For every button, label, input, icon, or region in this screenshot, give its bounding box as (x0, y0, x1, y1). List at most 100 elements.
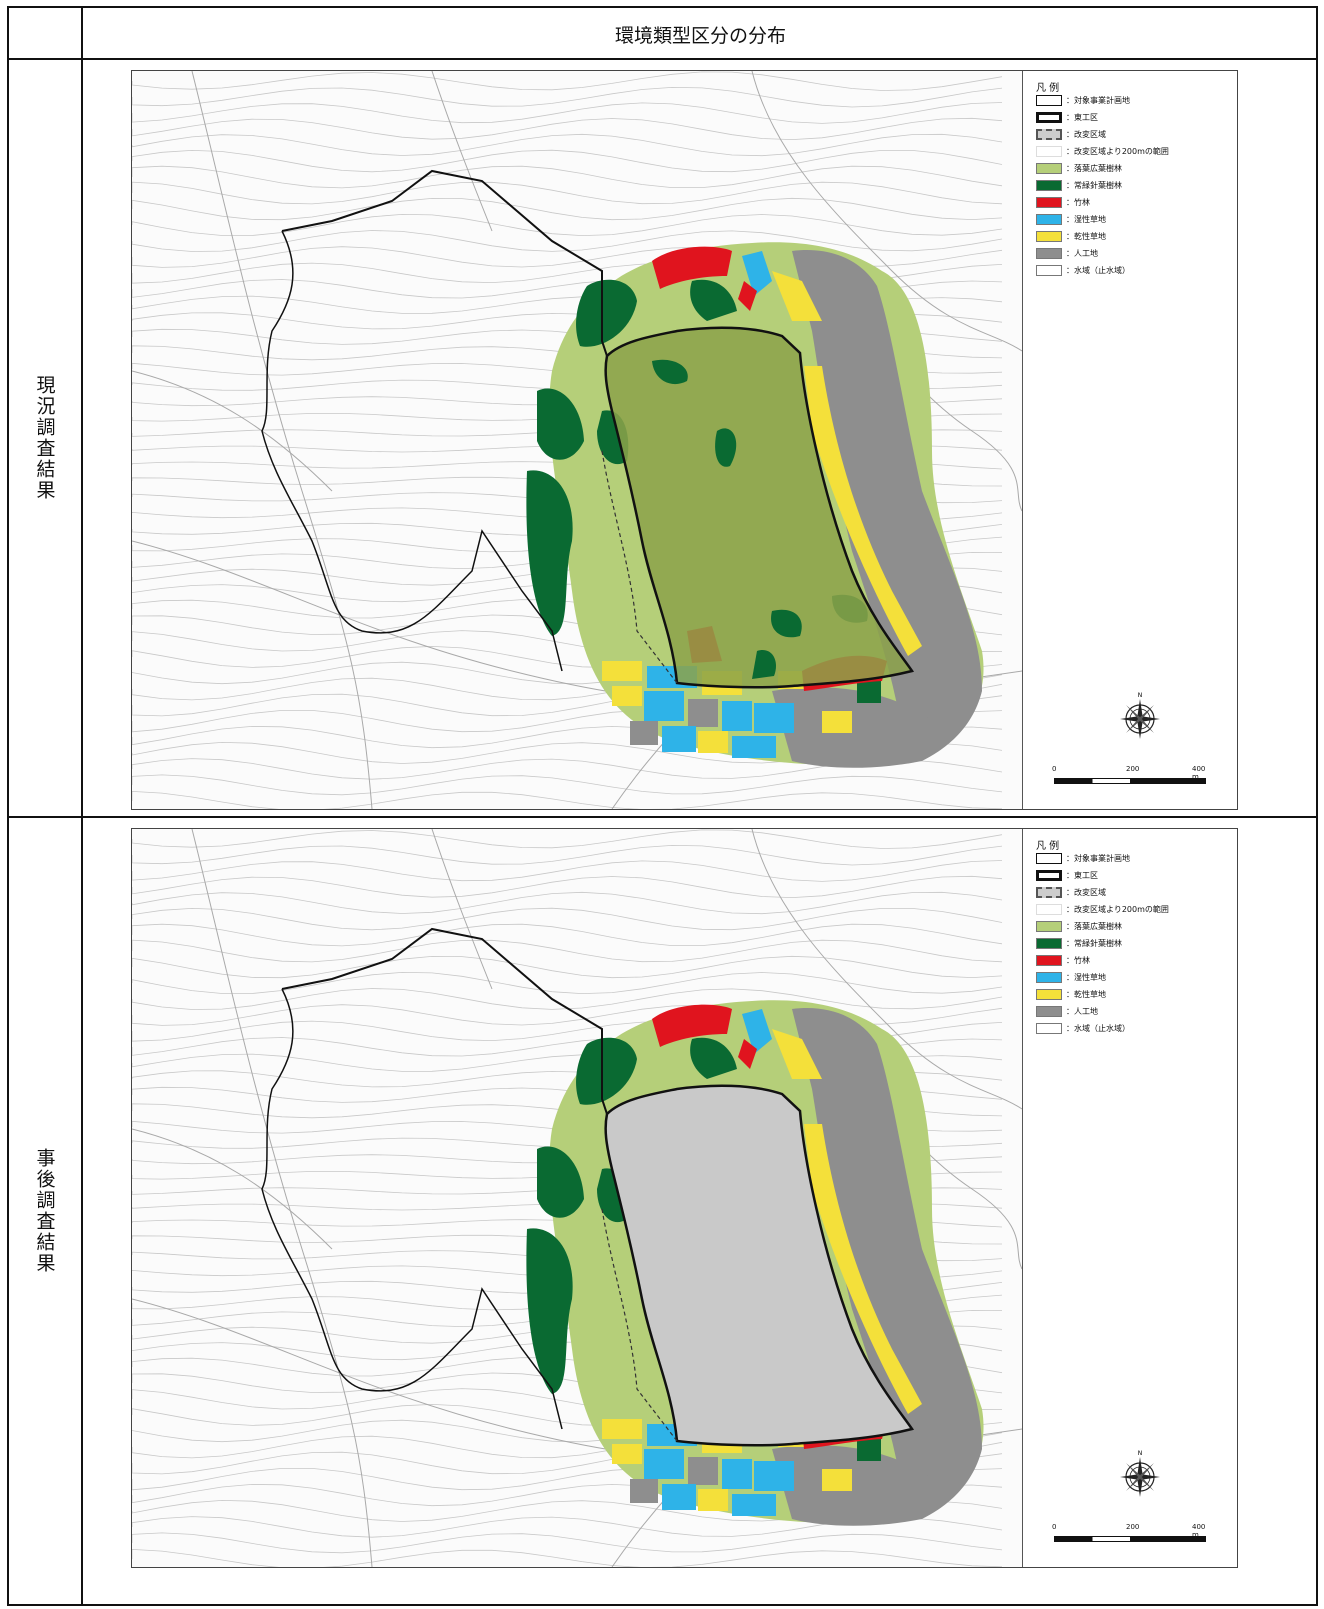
legend-item: ：対象事業計画地 (1036, 93, 1130, 107)
zone-evergreen (576, 1037, 637, 1105)
legend-swatch (1036, 971, 1062, 983)
legend-item: ：改変区域 (1036, 127, 1106, 141)
legend-label: ：竹林 (1066, 955, 1090, 965)
legend-item: ：落葉広葉樹林 (1036, 919, 1122, 933)
zone-deciduous-forest (605, 327, 912, 688)
zone-block (602, 1419, 642, 1439)
zone-block (822, 711, 852, 733)
contour-line (132, 165, 1003, 189)
legend-swatch (1036, 179, 1062, 191)
legend-swatch (1036, 1022, 1062, 1034)
contour-line (132, 971, 1003, 995)
zone-block (857, 681, 881, 703)
zone-bamboo (738, 1039, 757, 1069)
project-boundary-line (261, 988, 563, 1430)
legend-label: ：湿性草地 (1066, 214, 1106, 224)
legend-swatch (1036, 869, 1062, 881)
contour-line (132, 923, 1003, 947)
zone-block (698, 1489, 728, 1511)
map-panel-post: 凡 例 ：対象事業計画地 ：東工区 ：改変区域 ：改変区域より200mの範囲 ：落葉広葉… (131, 828, 1238, 1568)
zone-dry-grass (804, 1124, 922, 1414)
legend-label: ：常緑針葉樹林 (1066, 180, 1122, 190)
zone-block (630, 721, 658, 745)
east-section-boundary (604, 326, 915, 689)
scale-label: 400 m (1192, 1523, 1206, 1539)
contour-line (132, 790, 1003, 809)
zone-block (732, 1494, 776, 1516)
header-divider (9, 58, 1316, 60)
legend-swatch (1036, 94, 1062, 106)
contour-line (132, 955, 1003, 979)
zone-artificial (792, 1008, 982, 1519)
project-boundary-line (261, 230, 563, 672)
legend-swatch (1036, 954, 1062, 966)
contour-line (132, 1548, 1003, 1567)
road-line (132, 1128, 333, 1250)
legend-item: ：改変区域より200mの範囲 (1036, 902, 1169, 916)
legend-title: 凡 例 (1036, 841, 1060, 852)
alteration-boundary (601, 1208, 678, 1442)
zone-block (602, 661, 642, 681)
scale-bar: 0 200 400 m (1052, 1523, 1212, 1553)
contour-line (132, 907, 1003, 931)
legend-item: ：乾性草地 (1036, 229, 1106, 243)
road-line (191, 71, 373, 809)
scale-label: 0 (1052, 765, 1057, 773)
legend-label: ：東工区 (1066, 870, 1098, 880)
legend-item: ：乾性草地 (1036, 987, 1106, 1001)
zone-block (630, 1479, 658, 1503)
contour-line (132, 891, 1003, 915)
east-section-boundary (604, 1084, 915, 1447)
legend-label: ：人工地 (1066, 248, 1098, 258)
svg-text:N: N (1138, 1450, 1143, 1457)
legend-label: ：乾性草地 (1066, 989, 1106, 999)
scale-bar: 0 200 400 m (1052, 765, 1212, 795)
zone-evergreen (752, 650, 777, 679)
contour-line (132, 844, 1003, 866)
table-header-title: 環境類型区分の分布 (614, 24, 786, 47)
compass-rose-icon: N (1120, 692, 1160, 739)
legend-label: ：対象事業計画地 (1066, 853, 1130, 863)
table-frame: 環境類型区分の分布 現況調査結果 事後調査結果 凡 例 ：対象事業計画地：東工区… (7, 6, 1318, 1606)
legend-item: ：東工区 (1036, 868, 1098, 882)
legend-item: ：落葉広葉樹林 (1036, 161, 1122, 175)
contour-line (132, 988, 1003, 1010)
legend-label: ：改変区域 (1066, 887, 1106, 897)
zone-block (857, 1439, 881, 1461)
column-divider (81, 8, 83, 1604)
contour-line (132, 774, 1003, 796)
zone-developed (605, 1085, 912, 1446)
contour-line (132, 860, 1003, 882)
project-boundary-line (281, 927, 608, 1115)
row-label-post: 事後調査結果 (9, 818, 81, 1604)
legend-label: ：落葉広葉樹林 (1066, 163, 1122, 173)
map-area (132, 71, 1023, 809)
legend-swatch (1036, 1005, 1062, 1017)
legend-label: ：乾性草地 (1066, 231, 1106, 241)
legend-item: ：対象事業計画地 (1036, 851, 1130, 865)
zone-evergreen (576, 279, 637, 347)
zone-block (722, 1459, 752, 1489)
road-line (751, 829, 1022, 1110)
zone-evergreen (537, 1146, 584, 1218)
map-area (132, 829, 1023, 1567)
zone-evergreen (771, 609, 802, 638)
zone-wet-grass (742, 251, 772, 296)
zone-evergreen (715, 428, 737, 467)
zone-bamboo (652, 246, 732, 289)
zone-dry-grass (804, 366, 922, 656)
zone-block (662, 726, 696, 752)
legend-label: ：水域（止水域） (1066, 265, 1130, 275)
zone-evergreen (690, 279, 737, 321)
legend-label: ：水域（止水域） (1066, 1023, 1130, 1033)
scale-label: 0 (1052, 1523, 1057, 1531)
contour-line (132, 829, 1003, 849)
legend-swatch (1036, 920, 1062, 932)
zone-block (644, 691, 684, 721)
zone-block (644, 1449, 684, 1479)
legend-item: ：常緑針葉樹林 (1036, 936, 1122, 950)
legend-label: ：常緑針葉樹林 (1066, 938, 1122, 948)
habitat-map (132, 829, 1022, 1567)
scale-label: 200 (1126, 1523, 1140, 1531)
zone-block (662, 1484, 696, 1510)
